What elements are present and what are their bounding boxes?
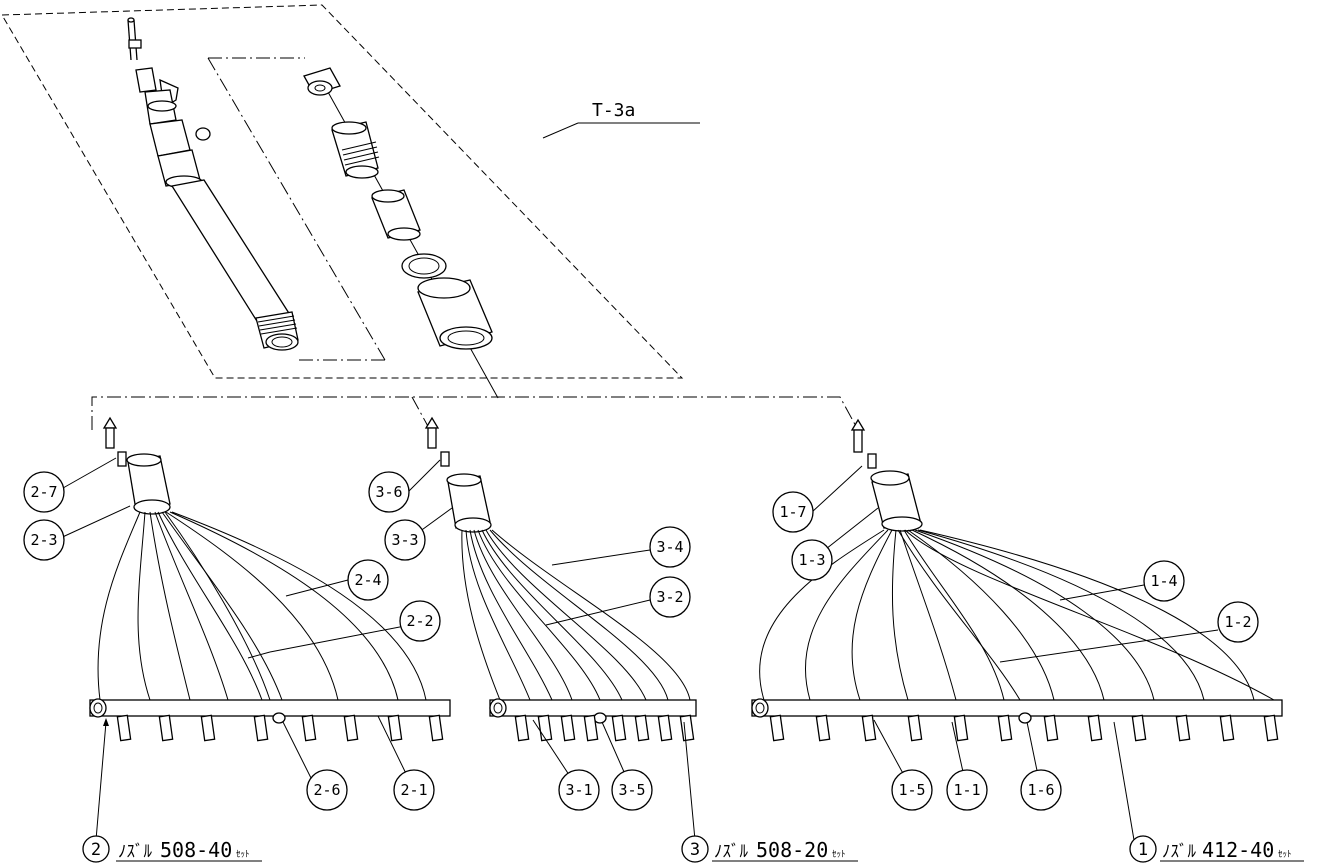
svg-text:ﾉｽﾞﾙ: ﾉｽﾞﾙ	[1162, 842, 1197, 862]
callout-2-7: 2-7	[23, 471, 65, 513]
svg-text:1-5: 1-5	[898, 781, 925, 799]
callout-1-7: 1-7	[772, 491, 814, 533]
callout-3-1: 3-1	[558, 769, 600, 811]
callout-1-6: 1-6	[1020, 769, 1062, 811]
pin-1-7	[850, 418, 877, 469]
hub-3-3	[446, 473, 492, 533]
tubes-1	[759, 529, 1275, 701]
callout-3-4: 3-4	[649, 526, 691, 568]
nozzle-set-1-group	[751, 418, 1283, 742]
callout-3-3: 3-3	[384, 519, 426, 561]
svg-text:2: 2	[91, 840, 101, 860]
callout-3-2: 3-2	[649, 576, 691, 618]
hub-2-3	[126, 453, 171, 515]
t3a-label: T-3a	[592, 100, 635, 121]
svg-text:3-2: 3-2	[656, 588, 683, 606]
svg-text:3-1: 3-1	[565, 781, 592, 799]
set-3-label: 3 ﾉｽﾞﾙ 508-20 ｾｯﾄ	[681, 835, 858, 863]
svg-text:2-3: 2-3	[30, 531, 57, 549]
svg-text:3-5: 3-5	[618, 781, 645, 799]
callout-2-3: 2-3	[23, 519, 65, 561]
callout-3-6: 3-6	[368, 471, 410, 513]
svg-text:1-6: 1-6	[1027, 781, 1054, 799]
exploded-parts	[303, 67, 499, 399]
callout-1-4: 1-4	[1143, 560, 1185, 602]
manifold-2-1	[89, 698, 451, 724]
outlets-3	[514, 714, 695, 742]
svg-text:1: 1	[1138, 840, 1148, 860]
svg-text:1-2: 1-2	[1224, 613, 1251, 631]
t3a-boundary	[1, 4, 684, 379]
svg-text:2-4: 2-4	[354, 571, 381, 589]
svg-text:3-4: 3-4	[656, 538, 683, 556]
manifold-3-1	[489, 698, 697, 724]
manifold-1-1	[751, 698, 1283, 724]
callout-1-5: 1-5	[891, 769, 933, 811]
svg-text:412-40: 412-40	[1202, 838, 1274, 862]
callout-2-4: 2-4	[347, 559, 389, 601]
callout-2-1: 2-1	[393, 769, 435, 811]
hub-1-3	[870, 470, 923, 532]
callout-2-6: 2-6	[306, 769, 348, 811]
svg-text:ｾｯﾄ: ｾｯﾄ	[832, 849, 846, 860]
svg-text:1-3: 1-3	[798, 551, 825, 569]
nozzle-set-2-group	[89, 416, 451, 742]
svg-text:3-6: 3-6	[375, 483, 402, 501]
outlets-2	[116, 714, 444, 742]
callout-3-5: 3-5	[611, 769, 653, 811]
outlets-1	[769, 714, 1279, 742]
torch-handle	[127, 17, 299, 351]
svg-text:1-7: 1-7	[779, 503, 806, 521]
callout-1-2: 1-2	[1217, 601, 1259, 643]
svg-text:2-2: 2-2	[406, 612, 433, 630]
svg-text:3-3: 3-3	[391, 531, 418, 549]
callout-1-1: 1-1	[946, 769, 988, 811]
svg-text:1-1: 1-1	[953, 781, 980, 799]
set-1-label: 1 ﾉｽﾞﾙ 412-40 ｾｯﾄ	[1129, 835, 1304, 863]
set-2-label: 2 ﾉｽﾞﾙ 508-40 ｾｯﾄ	[82, 835, 262, 863]
svg-text:ﾉｽﾞﾙ: ﾉｽﾞﾙ	[714, 842, 748, 862]
pin-3-6	[424, 416, 450, 467]
svg-text:508-40: 508-40	[160, 838, 232, 862]
tubes-2	[97, 511, 427, 701]
svg-text:1-4: 1-4	[1150, 572, 1177, 590]
pin-2-7	[102, 416, 127, 467]
svg-text:2-7: 2-7	[30, 483, 57, 501]
svg-text:2-1: 2-1	[400, 781, 427, 799]
svg-text:508-20: 508-20	[756, 838, 828, 862]
nozzle-set-3-group	[424, 416, 697, 742]
tubes-3	[461, 529, 691, 701]
svg-text:ﾉｽﾞﾙ: ﾉｽﾞﾙ	[118, 842, 152, 862]
svg-text:2-6: 2-6	[313, 781, 340, 799]
callout-1-3: 1-3	[791, 539, 833, 581]
callout-2-2: 2-2	[399, 600, 441, 642]
svg-text:3: 3	[690, 840, 700, 860]
svg-text:ｾｯﾄ: ｾｯﾄ	[1278, 849, 1292, 860]
svg-text:ｾｯﾄ: ｾｯﾄ	[236, 849, 250, 860]
distribution-line	[91, 396, 859, 431]
t3a-leader	[542, 122, 579, 139]
